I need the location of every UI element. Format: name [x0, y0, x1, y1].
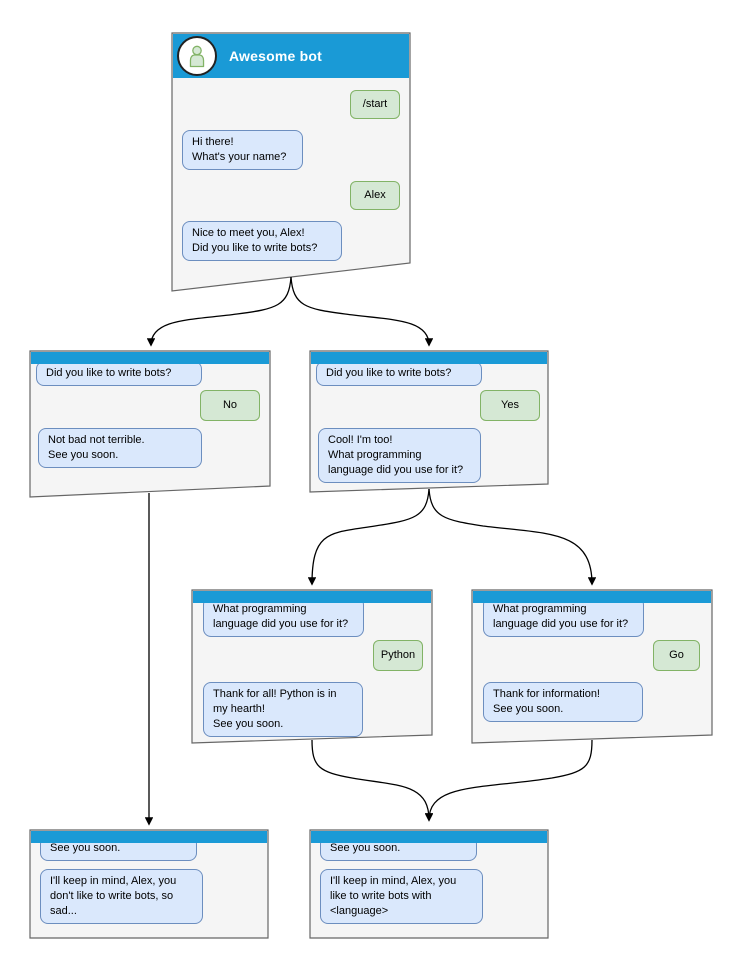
bot-message-bubble: Thank for all! Python is in my hearth! S…: [203, 682, 363, 737]
window-header-root: Awesome bot: [173, 34, 409, 78]
bot-message-bubble: What programming language did you use fo…: [483, 597, 644, 637]
bot-message-bubble: I'll keep in mind, Alex, you don't like …: [40, 869, 203, 924]
window-title: Awesome bot: [229, 48, 322, 64]
window-header-branch-no: [31, 352, 269, 364]
connector-python-to-end-yes: [311, 739, 434, 822]
connector-root-to-branch-yes: [290, 276, 434, 347]
bot-message-bubble: Did you like to write bots?: [36, 361, 202, 386]
window-header-branch-python: [193, 591, 431, 603]
user-message-bubble: /start: [350, 90, 400, 119]
bot-message-bubble: What programming language did you use fo…: [203, 597, 364, 637]
connector-go-to-end-yes: [424, 739, 593, 822]
user-message-bubble: Alex: [350, 181, 400, 210]
window-header-end-yes: [311, 831, 547, 843]
user-message-bubble: No: [200, 390, 260, 421]
bot-message-bubble: Hi there! What's your name?: [182, 130, 303, 170]
connector-branch-yes-to-go: [428, 488, 597, 586]
window-header-branch-go: [473, 591, 711, 603]
bot-avatar-person-icon: [189, 45, 205, 68]
bot-avatar: [177, 36, 217, 76]
user-message-bubble: Yes: [480, 390, 540, 421]
window-header-end-no: [31, 831, 267, 843]
user-message-bubble: Python: [373, 640, 423, 671]
bot-message-bubble: Nice to meet you, Alex! Did you like to …: [182, 221, 342, 261]
bot-message-bubble: Did you like to write bots?: [316, 361, 482, 386]
connector-root-to-branch-no: [146, 276, 292, 347]
user-message-bubble: Go: [653, 640, 700, 671]
window-header-branch-yes: [311, 352, 547, 364]
bot-message-bubble: Not bad not terrible. See you soon.: [38, 428, 202, 468]
bot-message-bubble: Cool! I'm too! What programming language…: [318, 428, 481, 483]
bot-message-bubble: Thank for information! See you soon.: [483, 682, 643, 722]
connector-branch-yes-to-python: [307, 488, 430, 586]
bot-message-bubble: I'll keep in mind, Alex, you like to wri…: [320, 869, 483, 924]
